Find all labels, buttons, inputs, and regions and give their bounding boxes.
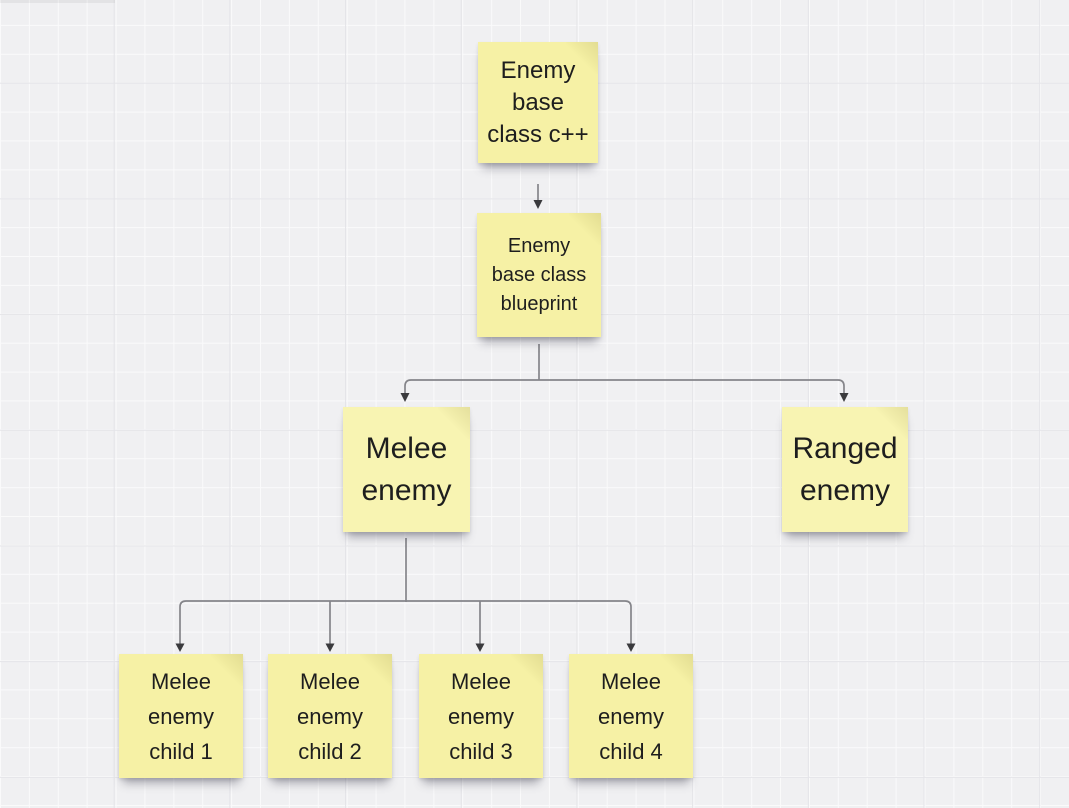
arrowhead-down-icon: [626, 643, 636, 652]
sticky-note-label: Melee enemy child 2: [296, 668, 364, 764]
sticky-note-label: Melee enemy: [361, 431, 452, 507]
sticky-note-melee-enemy-child-3[interactable]: Melee enemy child 3: [419, 654, 543, 778]
connector-blueprint-to-melee-and-ranged[interactable]: [400, 344, 849, 402]
sticky-note-label: Melee enemy child 3: [447, 668, 515, 764]
sticky-note-label: Melee enemy child 1: [147, 668, 215, 764]
arrowhead-down-icon: [533, 200, 543, 209]
arrowhead-down-icon: [175, 643, 185, 652]
connector-melee-to-children[interactable]: [175, 538, 636, 652]
sticky-note-enemy-base-blueprint[interactable]: Enemy base class blueprint: [477, 213, 601, 337]
sticky-note-melee-enemy-child-4[interactable]: Melee enemy child 4: [569, 654, 693, 778]
sticky-note-enemy-base-cpp[interactable]: Enemy base class c++: [478, 42, 598, 163]
sticky-note-label: Enemy base class blueprint: [491, 234, 587, 315]
arrowhead-down-icon: [839, 393, 849, 402]
connector-base-cpp-to-blueprint[interactable]: [533, 184, 543, 209]
sticky-note-melee-enemy-child-1[interactable]: Melee enemy child 1: [119, 654, 243, 778]
sticky-note-melee-enemy-child-2[interactable]: Melee enemy child 2: [268, 654, 392, 778]
arrowhead-down-icon: [475, 643, 485, 652]
sticky-note-label: Melee enemy child 4: [597, 668, 665, 764]
sticky-note-ranged-enemy[interactable]: Ranged enemy: [782, 407, 908, 532]
canvas-top-edge-shading: [0, 0, 115, 3]
sticky-note-label: Enemy base class c++: [487, 56, 589, 148]
arrowhead-down-icon: [325, 643, 335, 652]
sticky-note-label: Ranged enemy: [792, 431, 898, 507]
arrowhead-down-icon: [400, 393, 410, 402]
sticky-note-melee-enemy[interactable]: Melee enemy: [343, 407, 470, 532]
